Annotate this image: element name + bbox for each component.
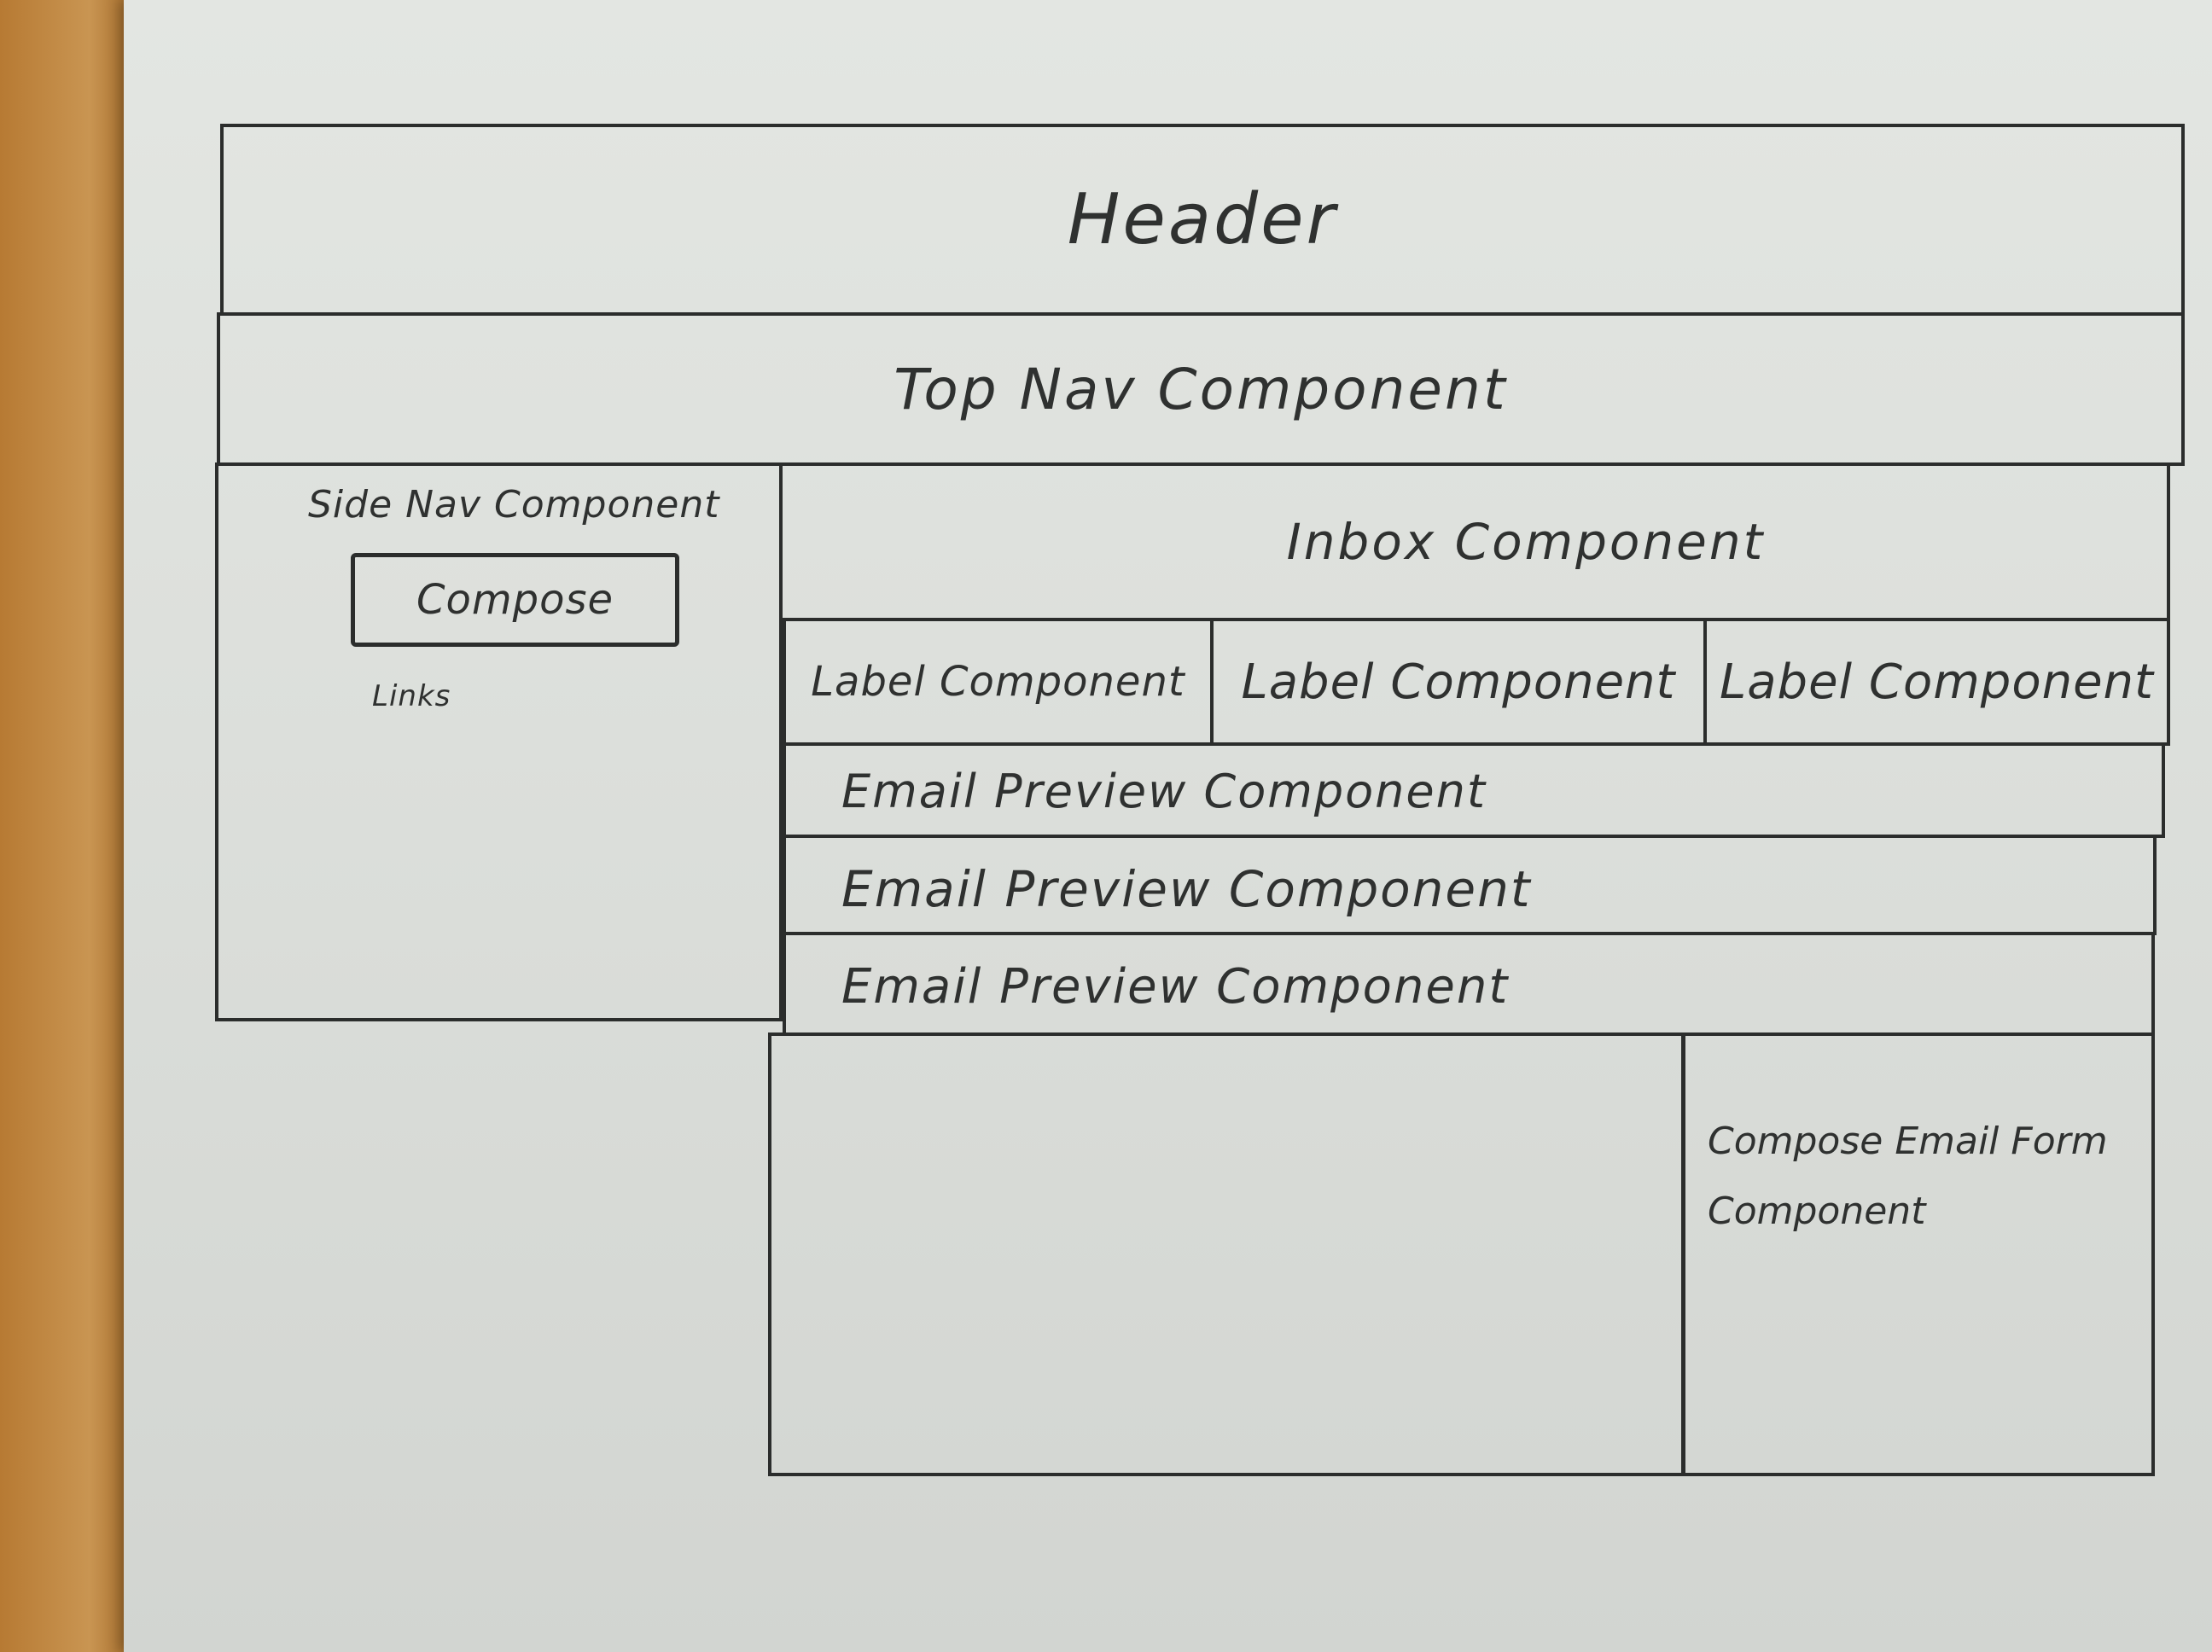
top-nav-label: Top Nav Component [894, 356, 1508, 422]
label-component[interactable]: Label Component [783, 618, 1214, 746]
compose-form-label-line2: Component [1708, 1190, 1926, 1233]
email-preview-row[interactable]: Email Preview Component [783, 932, 2155, 1036]
side-nav-label: Side Nav Component [308, 483, 720, 526]
label-component-text: Label Component [1241, 654, 1676, 710]
label-component[interactable]: Label Component [1703, 618, 2170, 746]
label-component[interactable]: Label Component [1210, 618, 1707, 746]
header-box: Header [220, 124, 2185, 316]
top-nav-box: Top Nav Component [217, 312, 2185, 466]
inbox-box: Inbox Component [779, 462, 2170, 621]
compose-button[interactable]: Compose [351, 553, 679, 647]
side-nav-box: Side Nav Component Compose Links [215, 462, 783, 1021]
compose-button-label: Compose [416, 576, 614, 624]
inbox-label: Inbox Component [1286, 513, 1766, 571]
email-preview-label: Email Preview Component [841, 959, 1510, 1015]
email-preview-row[interactable]: Email Preview Component [783, 742, 2165, 838]
desk-background [0, 0, 128, 1652]
header-label: Header [1067, 179, 1338, 260]
label-component-text: Label Component [811, 658, 1185, 706]
links-label[interactable]: Links [372, 679, 451, 713]
label-component-text: Label Component [1720, 654, 2154, 710]
compose-form-label: Compose Email Form [1708, 1120, 2108, 1163]
email-preview-label: Email Preview Component [841, 765, 1487, 818]
compose-email-form-box[interactable]: Compose Email Form Component [1681, 1032, 2155, 1476]
email-preview-row[interactable]: Email Preview Component [783, 835, 2157, 935]
paper-sheet [124, 0, 2212, 1652]
email-preview-label: Email Preview Component [841, 860, 1532, 918]
